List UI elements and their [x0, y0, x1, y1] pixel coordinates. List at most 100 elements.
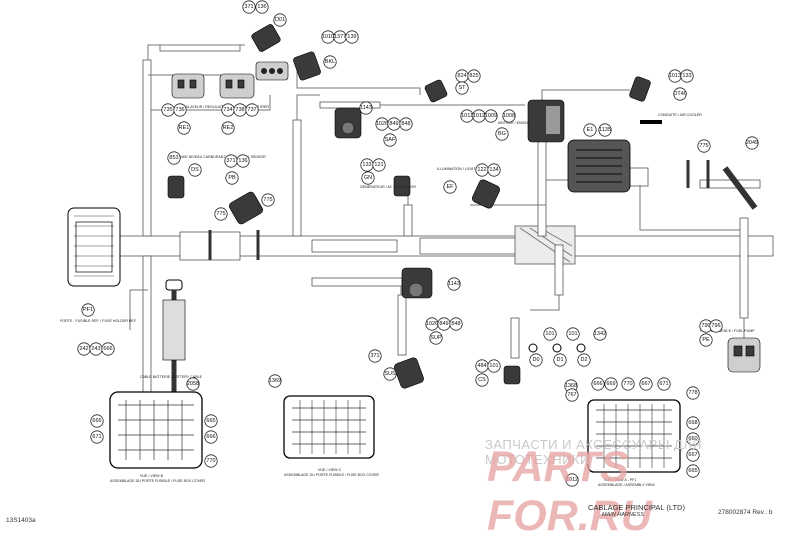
callout-circle: [686, 386, 700, 400]
callout-circle: [221, 121, 235, 135]
callout-text: 790: [701, 323, 710, 329]
callout-text: EF: [446, 184, 454, 190]
callout-c666b: 666: [204, 430, 218, 444]
callout-text: BKL: [325, 59, 335, 65]
callout-c1342: 1342: [593, 327, 607, 341]
callout-text: DS: [191, 167, 199, 173]
callout-circle: [598, 123, 612, 137]
callout-text: D0: [532, 357, 539, 363]
callout-cRE2: RE2: [221, 121, 235, 135]
callout-text: 243: [91, 346, 100, 352]
callout-c770b: 770: [621, 377, 635, 391]
callout-text: 848: [401, 121, 410, 127]
callout-text: 136: [238, 158, 247, 164]
callout-cSUS: SUS: [383, 367, 397, 381]
callout-circle: [447, 277, 461, 291]
callout-text: 1008: [503, 113, 515, 119]
callout-circle: [604, 377, 618, 391]
callout-c484: 484: [475, 359, 489, 373]
callout-c796: 796: [709, 319, 723, 333]
callout-text: 371: [244, 4, 253, 10]
label-view-c: VUE / VIEW C: [318, 468, 342, 472]
callout-text: 134: [489, 167, 498, 173]
callout-c1026a: 1026: [375, 117, 389, 131]
callout-text: 1011: [461, 113, 473, 119]
callout-circle: [204, 454, 218, 468]
battery-cable: [162, 279, 186, 395]
label-view-b: VUE / VIEW B: [140, 474, 164, 478]
callout-c1013: 1013: [668, 69, 682, 83]
watermark-line-1: ЗАПЧАСТИ И АКСЕССУАРЫ ДЛЯ МОТОТЕХНИКИ: [485, 437, 703, 467]
callout-text: ST: [458, 85, 466, 91]
callout-circle: [593, 327, 607, 341]
callout-text: OT40: [673, 91, 687, 97]
callout-text: 667: [641, 381, 650, 387]
callout-circle: [495, 127, 509, 141]
callout-text: PE: [702, 337, 710, 343]
callout-c371c: 371: [368, 349, 382, 363]
callout-text: 122: [477, 167, 486, 173]
callout-circle: [101, 342, 115, 356]
callout-c848b: 848: [449, 317, 463, 331]
callout-c1010: 1010: [321, 30, 335, 44]
callout-circle: [553, 353, 567, 367]
callout-circle: [487, 359, 501, 373]
callout-text: 242: [79, 346, 88, 352]
callout-circle: [245, 103, 259, 117]
callout-text: 660: [688, 436, 697, 442]
callout-circle: [543, 327, 557, 341]
callout-c2049: 2049: [745, 136, 759, 150]
callout-circle: [214, 207, 228, 221]
label-regulator: REGULATEUR / REGULATOR: [178, 105, 228, 109]
diagram-title: CABLAGE PRINCIPAL (LTD): [588, 503, 685, 512]
callout-c665a: 665: [90, 414, 104, 428]
callout-circle: [529, 353, 543, 367]
callout-cSUP: SUP: [429, 331, 443, 345]
callout-c738: 738: [233, 103, 247, 117]
callout-text: 668: [688, 420, 697, 426]
callout-c778: 778: [686, 386, 700, 400]
callout-circle: [204, 430, 218, 444]
callout-c775c: 775: [697, 139, 711, 153]
callout-circle: [639, 377, 653, 391]
callout-text: 665: [688, 468, 697, 474]
callout-text: 1143: [448, 281, 460, 287]
callout-text: 737: [247, 107, 256, 113]
callout-c660: 660: [686, 432, 700, 446]
label-fuel-pump: POMPE ESSENCE / FUEL PUMP: [700, 329, 755, 333]
label-lighting: ILLUMINATION / LIGHTING HARNESS: [437, 167, 501, 171]
callout-circle: [467, 69, 481, 83]
callout-c736: 736: [173, 103, 187, 117]
callout-circle: [565, 388, 579, 402]
callout-circle: [273, 13, 287, 27]
connector-saf: [334, 107, 362, 139]
connector-d01: [251, 24, 281, 52]
callout-c666a: 666: [101, 342, 115, 356]
callout-text: 1012: [566, 477, 578, 483]
callout-text: BG: [498, 131, 506, 137]
callout-c853: 853: [167, 151, 181, 165]
callout-circle: [399, 117, 413, 131]
callout-circle: [372, 158, 386, 172]
callout-circle: [81, 303, 95, 317]
callout-text: 825: [469, 73, 478, 79]
callout-text: RE1: [179, 125, 190, 131]
callout-c667b: 667: [686, 448, 700, 462]
callout-c101c: 101: [487, 359, 501, 373]
callout-c775b: 775: [261, 193, 275, 207]
diagram-reference: 278002874 Rev.: b: [718, 509, 773, 516]
callout-c1369: 1369: [268, 374, 282, 388]
connector-re1: [171, 73, 205, 99]
callout-text: 775: [699, 143, 708, 149]
connector-pb: [229, 191, 263, 225]
callout-text: 101: [568, 331, 577, 337]
callout-cCS: CS: [475, 373, 489, 387]
label-engine: MOTEUR / ENGINE: [498, 121, 531, 125]
callout-c1011: 1011: [460, 109, 474, 123]
callout-cBG: BG: [495, 127, 509, 141]
callout-text: 1012: [473, 113, 485, 119]
callout-circle: [368, 349, 382, 363]
callout-circle: [680, 69, 694, 83]
callout-circle: [242, 0, 256, 14]
callout-circle: [167, 151, 181, 165]
